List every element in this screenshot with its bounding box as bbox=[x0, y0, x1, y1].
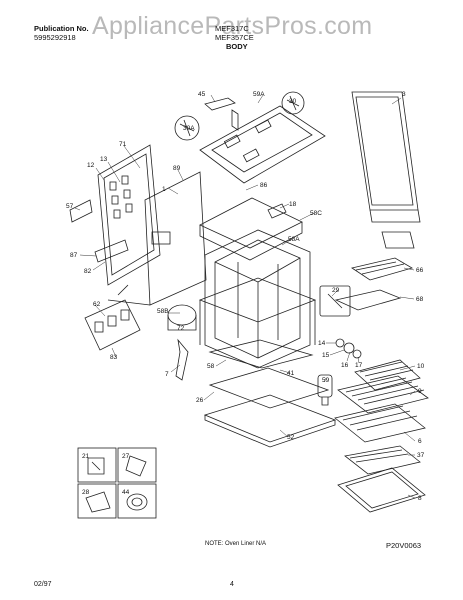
callout-44: 44 bbox=[122, 489, 130, 496]
callout-9: 9 bbox=[418, 388, 422, 395]
oven-rack bbox=[337, 375, 429, 414]
oven-cavity bbox=[204, 229, 311, 369]
leader-lines bbox=[74, 94, 416, 499]
oven-liner-note: NOTE: Oven Liner N/A bbox=[205, 541, 267, 547]
callout-27: 27 bbox=[122, 453, 130, 460]
callout-13: 13 bbox=[100, 156, 108, 163]
model-number-1: MEF317C bbox=[215, 24, 249, 33]
callout-52: 52 bbox=[287, 434, 295, 441]
watermark: AppliancePartsPros.com bbox=[92, 12, 373, 40]
inset-box-44 bbox=[117, 483, 157, 519]
callout-29: 29 bbox=[332, 287, 340, 294]
callout-58: 58 bbox=[207, 363, 215, 370]
callout-16: 16 bbox=[341, 362, 349, 369]
callout-59: 59 bbox=[322, 377, 330, 384]
inset-box-27 bbox=[117, 447, 157, 483]
callout-12: 12 bbox=[87, 162, 95, 169]
part-drawings bbox=[69, 91, 429, 519]
callout-30a: 30A bbox=[183, 125, 195, 132]
callout-7: 7 bbox=[165, 371, 169, 378]
cooktop-frame bbox=[199, 105, 326, 184]
callout-21: 21 bbox=[82, 453, 90, 460]
section-title: BODY bbox=[226, 42, 248, 51]
callout-3: 3 bbox=[402, 91, 406, 98]
callout-15: 15 bbox=[322, 352, 330, 359]
page-number: 4 bbox=[230, 581, 234, 588]
callout-45: 45 bbox=[198, 91, 206, 98]
callout-37: 37 bbox=[417, 452, 425, 459]
top-bracket bbox=[204, 97, 236, 111]
drawer-panel bbox=[208, 339, 314, 369]
broiler-pan bbox=[354, 359, 421, 391]
callout-28: 28 bbox=[82, 489, 90, 496]
model-number-2: MEF357CE bbox=[215, 33, 254, 42]
callout-1: 1 bbox=[162, 186, 166, 193]
callout-62: 62 bbox=[93, 301, 101, 308]
callout-26: 26 bbox=[196, 397, 204, 404]
callout-labels: 45 59A 30 3 30A 71 13 12 89 1 86 18 58C … bbox=[66, 91, 425, 502]
inset-box-28 bbox=[77, 483, 117, 519]
drawer-bottom bbox=[203, 394, 337, 443]
drawer-liner bbox=[337, 467, 426, 513]
publication-label: Publication No. bbox=[34, 24, 89, 33]
callout-6: 6 bbox=[418, 438, 422, 445]
callout-83: 83 bbox=[110, 354, 118, 361]
drawing-code: P20V0063 bbox=[386, 541, 422, 550]
callout-58a: 58A bbox=[288, 236, 300, 243]
callout-30: 30 bbox=[289, 98, 297, 105]
callout-14: 14 bbox=[318, 340, 326, 347]
callout-72: 72 bbox=[177, 325, 185, 332]
bottom-panel bbox=[208, 367, 330, 409]
inset-box-21 bbox=[77, 447, 117, 483]
revision-date: 02/97 bbox=[34, 581, 52, 588]
callout-86: 86 bbox=[260, 182, 268, 189]
callout-87: 87 bbox=[70, 252, 78, 259]
callout-57: 57 bbox=[66, 203, 74, 210]
callout-58b: 58B bbox=[157, 308, 169, 315]
callout-89: 89 bbox=[173, 165, 181, 172]
broil-element bbox=[351, 257, 414, 281]
callout-58c: 58C bbox=[310, 210, 322, 217]
callout-59a: 59A bbox=[253, 91, 265, 98]
callout-8: 8 bbox=[418, 495, 422, 502]
callout-82: 82 bbox=[84, 268, 92, 275]
callout-66: 66 bbox=[416, 267, 424, 274]
callout-68: 68 bbox=[416, 296, 424, 303]
terminal-block bbox=[84, 299, 141, 351]
side-panel-right bbox=[351, 91, 419, 211]
callout-10: 10 bbox=[417, 363, 425, 370]
callout-41: 41 bbox=[287, 370, 295, 377]
callout-17: 17 bbox=[355, 362, 363, 369]
callout-18: 18 bbox=[289, 201, 297, 208]
callout-71: 71 bbox=[119, 141, 127, 148]
publication-number: 5995292918 bbox=[34, 33, 76, 42]
